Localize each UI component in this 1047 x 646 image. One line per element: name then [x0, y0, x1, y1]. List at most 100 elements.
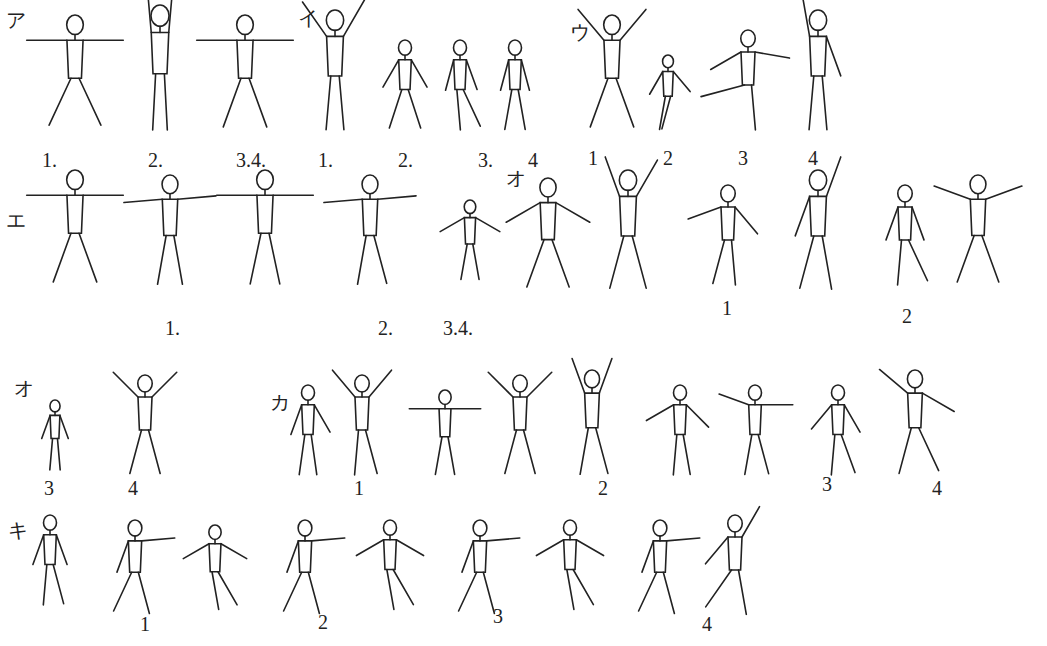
figure-arm — [844, 405, 860, 432]
figure-torso — [620, 196, 637, 236]
figure-head — [298, 520, 312, 536]
figure-head — [473, 520, 487, 536]
figure-head — [43, 515, 56, 530]
figure-arm — [152, 372, 177, 397]
figure-neck — [74, 35, 76, 41]
figure-arm — [117, 541, 128, 572]
figure-arm — [912, 207, 924, 240]
figure-head — [563, 520, 576, 535]
figure-leg — [758, 435, 768, 474]
figure-leg — [149, 430, 161, 473]
figure-leg — [701, 85, 744, 97]
figure-arm — [333, 370, 355, 397]
figure-leg — [250, 233, 261, 284]
step-label: 3 — [44, 478, 54, 498]
step-label: 2 — [902, 306, 912, 326]
figure-arm — [886, 207, 898, 240]
figure-head — [619, 170, 636, 190]
figure-arm — [811, 405, 831, 429]
figure-head — [301, 385, 314, 400]
figure-torso — [832, 405, 845, 435]
figure-head — [128, 520, 142, 536]
figure-leg — [822, 76, 827, 130]
figure-leg — [138, 572, 149, 613]
step-label: エ — [6, 210, 26, 230]
stick-figure — [147, 0, 172, 130]
figure-torso — [67, 40, 83, 78]
figure-head — [721, 185, 735, 202]
figure-leg — [739, 570, 747, 614]
figure-head — [584, 370, 599, 388]
figure-arm — [253, 39, 293, 41]
figure-neck — [977, 194, 979, 200]
figure-neck — [817, 30, 819, 36]
figure-head — [673, 385, 686, 400]
step-label: 3.4. — [443, 318, 473, 338]
step-label: カ — [270, 392, 290, 412]
figure-arm — [124, 199, 162, 202]
step-label: 3 — [738, 148, 748, 168]
figure-leg — [408, 90, 421, 129]
figure-leg — [590, 78, 608, 127]
stick-figure — [719, 385, 793, 474]
figure-head — [362, 175, 378, 194]
figure-arm — [33, 535, 44, 565]
figure-head — [257, 170, 274, 190]
figure-torso — [355, 397, 369, 430]
figure-torso — [663, 72, 674, 97]
figure-arm — [605, 157, 619, 196]
step-label: 3. — [478, 150, 493, 170]
figure-torso — [473, 541, 486, 572]
figure-torso — [298, 541, 311, 572]
step-label: ア — [6, 10, 26, 30]
figure-arm — [719, 394, 749, 405]
figure-arm — [178, 196, 216, 199]
figure-leg — [713, 240, 725, 283]
figure-leg — [552, 240, 569, 287]
figure-torso — [44, 535, 57, 565]
figure-leg — [366, 430, 378, 473]
figure-arm — [273, 195, 313, 197]
figure-arm — [221, 544, 247, 559]
figure-torso — [399, 60, 412, 90]
step-label: 2 — [663, 148, 673, 168]
stick-figure — [284, 520, 345, 614]
stick-figure — [291, 385, 330, 475]
figure-arm — [291, 405, 302, 435]
step-label: 3 — [493, 606, 503, 626]
figure-leg — [957, 236, 974, 283]
figure-head — [970, 175, 986, 194]
stick-figure — [27, 15, 124, 125]
figure-leg — [461, 244, 467, 279]
figure-arm — [826, 36, 840, 75]
stick-figure — [42, 400, 69, 470]
step-label: 1. — [318, 150, 333, 170]
figure-torso — [128, 541, 141, 572]
stick-figure — [605, 157, 657, 288]
figure-arm — [42, 415, 50, 438]
figure-arm — [527, 372, 552, 397]
figure-arm — [706, 537, 728, 564]
stick-figure — [124, 175, 216, 284]
figure-leg — [53, 233, 71, 282]
stick-figure — [886, 185, 927, 285]
figure-leg — [284, 572, 302, 611]
figure-arm — [686, 405, 708, 427]
step-label: 2 — [318, 612, 328, 632]
figure-torso — [585, 393, 600, 428]
figure-leg — [459, 572, 477, 611]
figure-torso — [540, 203, 556, 240]
figure-leg — [339, 76, 344, 130]
figure-arm — [506, 203, 540, 223]
figure-head — [898, 185, 912, 202]
figure-arm — [761, 404, 793, 406]
stick-figure — [802, 0, 840, 130]
figure-arm — [312, 538, 345, 541]
figure-neck — [244, 35, 246, 41]
figure-head — [398, 40, 411, 55]
step-label: 4 — [528, 150, 538, 170]
figure-arm — [378, 196, 416, 199]
figure-leg — [311, 435, 317, 475]
step-label: 4 — [128, 478, 138, 498]
